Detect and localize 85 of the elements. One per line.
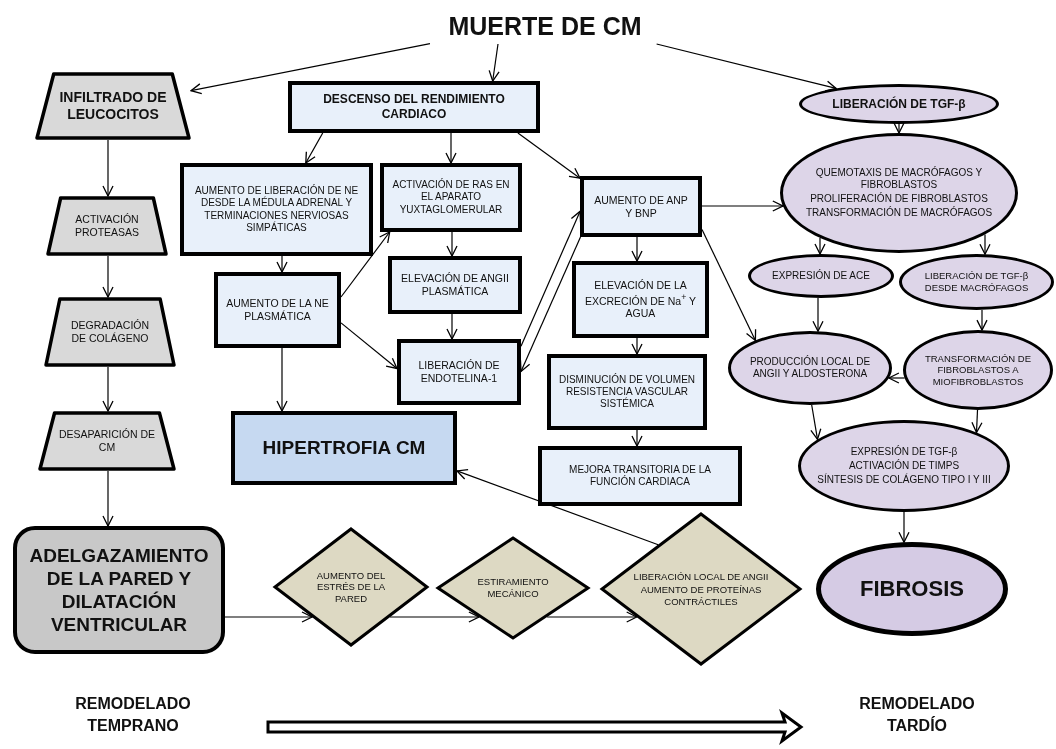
node-text: DEGRADACIÓN DE COLÁGENO bbox=[69, 319, 151, 345]
arrow bbox=[810, 404, 822, 441]
node-text: EXPRESIÓN DE TGF-β bbox=[850, 445, 958, 458]
process-box bbox=[231, 411, 457, 485]
node-text: DESCENSO DEL RENDIMIENTO CARDIACO bbox=[322, 92, 506, 122]
arrow bbox=[102, 255, 114, 298]
trapezoid-box bbox=[35, 72, 191, 140]
arrow bbox=[979, 233, 991, 255]
node-text: AUMENTO DE PROTEÍNAS CONTRÁCTILES bbox=[639, 584, 763, 608]
arrow bbox=[631, 337, 643, 355]
arrow bbox=[814, 237, 826, 255]
node-text: LIBERACIÓN DE TGF-β DESDE MACRÓFAGOS bbox=[923, 270, 1030, 294]
node-text: QUEMOTAXIS DE MACRÓFAGOS Y FIBROBLASTOS bbox=[814, 166, 984, 191]
arrow bbox=[224, 611, 313, 623]
node-text: ELEVACIÓN DE ANGII PLASMÁTICA bbox=[400, 272, 510, 298]
decision-diamond bbox=[273, 527, 429, 647]
arrow bbox=[488, 43, 500, 82]
process-box bbox=[572, 261, 709, 338]
node-text: ACTIVACIÓN PROTEASAS bbox=[73, 213, 141, 239]
node-text: PRODUCCIÓN LOCAL DE ANGII Y ALDOSTERONA bbox=[748, 355, 872, 381]
process-box bbox=[388, 256, 522, 314]
rounded-box bbox=[13, 526, 225, 654]
stage-label: REMODELADO TARDÍO bbox=[858, 694, 976, 736]
arrow bbox=[305, 132, 324, 164]
node-text: ELEVACIÓN DE LA EXCRECIÓN DE Na$^{+}$ Y AGUA bbox=[583, 279, 698, 320]
process-box bbox=[180, 163, 373, 256]
node-text: MEJORA TRANSITORIA DE LA FUNCIÓN CARDIACA bbox=[568, 463, 712, 489]
arrow bbox=[976, 309, 988, 331]
node-text: ESTIRAMIENTO MECÁNICO bbox=[476, 576, 550, 600]
arrow bbox=[898, 511, 910, 543]
arrow bbox=[812, 297, 824, 332]
node-text: AUMENTO DE ANP Y BNP bbox=[593, 193, 689, 220]
decision-diamond bbox=[436, 536, 590, 640]
node-text: AUMENTO DE LA NE PLASMÁTICA bbox=[225, 297, 330, 323]
node-text: FIBROSIS bbox=[860, 575, 964, 603]
arrow bbox=[446, 231, 458, 257]
stage-label: REMODELADO TEMPRANO bbox=[74, 694, 192, 736]
arrow bbox=[340, 322, 398, 370]
arrow bbox=[276, 255, 288, 273]
node-text: HIPERTROFIA CM bbox=[262, 436, 426, 460]
arrow bbox=[701, 200, 784, 212]
arrow bbox=[276, 347, 288, 412]
arrow bbox=[190, 43, 431, 95]
node-text: INFILTRADO DE LEUCOCITOS bbox=[58, 88, 168, 124]
node-text: DISMINUCIÓN DE VOLUMEN RESISTENCIA VASCULAR SISTÉMICA bbox=[557, 373, 697, 411]
arrow bbox=[631, 429, 643, 447]
node-text: LIBERACIÓN LOCAL DE ANGII bbox=[633, 570, 769, 583]
node-text: LIBERACIÓN DE TGF-β bbox=[832, 96, 966, 112]
arrow bbox=[445, 132, 457, 164]
trapezoid-box bbox=[46, 196, 168, 256]
arrow bbox=[517, 132, 581, 179]
node-text: PROLIFERACIÓN DE FIBROBLASTOS bbox=[810, 193, 988, 206]
node-text: ACTIVACIÓN DE TIMPS bbox=[848, 459, 960, 473]
node-text: SÍNTESIS DE COLÁGENO TIPO I Y III bbox=[817, 474, 991, 487]
node-text: TRANSFORMACIÓN DE FIBROBLASTOS A MIOFIBROBLASTOS bbox=[923, 352, 1033, 388]
arrow bbox=[631, 236, 643, 262]
node-text: EXPRESIÓN DE ACE bbox=[772, 269, 870, 283]
process-box bbox=[547, 354, 707, 430]
node-text: DESAPARICIÓN DE CM bbox=[58, 428, 156, 454]
process-box bbox=[288, 81, 540, 133]
arrow bbox=[446, 313, 458, 340]
process-box bbox=[380, 163, 522, 232]
arrow bbox=[102, 366, 114, 412]
arrow bbox=[340, 231, 391, 298]
node-text: MUERTE DE CM bbox=[448, 10, 642, 42]
arrow bbox=[389, 611, 480, 623]
decision-diamond bbox=[600, 512, 802, 666]
process-box bbox=[580, 176, 702, 237]
arrow bbox=[971, 409, 983, 434]
process-box bbox=[214, 272, 341, 348]
node-text: LIBERACIÓN DE ENDOTELINA-1 bbox=[417, 359, 501, 385]
trapezoid-box bbox=[44, 297, 176, 367]
process-box bbox=[397, 339, 521, 405]
node-text: AUMENTO DEL ESTRÉS DE LA PARED bbox=[315, 569, 387, 605]
node-text: ACTIVACIÓN DE RAS EN EL APARATO YUXTAGLOMERULAR bbox=[391, 179, 511, 216]
arrow bbox=[893, 122, 905, 134]
node-text: TRANSFORMACIÓN DE MACRÓFAGOS bbox=[805, 207, 993, 220]
node-text: AUMENTO DE LIBERACIÓN DE NE DESDE LA MÉDULA ADRENAL Y TERMINACIONES NERVIOSAS SIMPÁTICAS bbox=[193, 185, 360, 234]
arrow bbox=[456, 469, 659, 546]
trapezoid-box bbox=[38, 411, 176, 471]
arrow bbox=[102, 139, 114, 197]
arrow bbox=[546, 611, 638, 623]
process-box bbox=[538, 446, 742, 506]
arrow bbox=[102, 470, 114, 527]
node-text: ADELGAZAMIENTO DE LA PARED Y DILATACIÓN VENTRICULAR bbox=[28, 543, 210, 637]
